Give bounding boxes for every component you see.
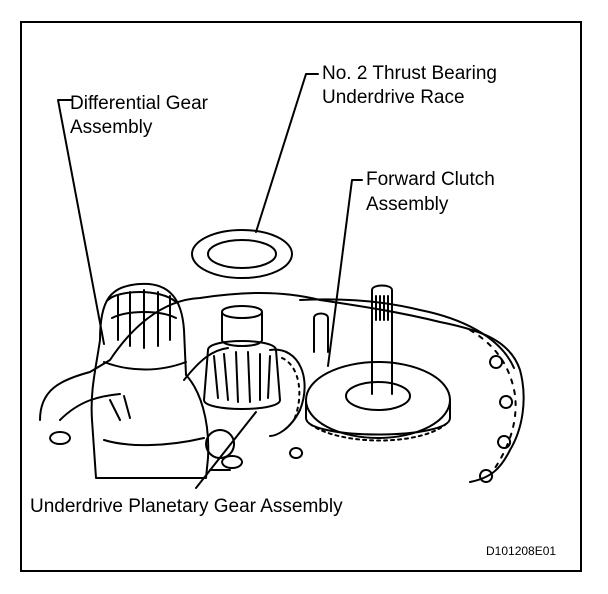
planetary-ring-teeth: [281, 357, 301, 421]
differential-body-detail: [103, 361, 205, 447]
forward-clutch-drum-side: [305, 399, 451, 436]
forward-clutch-teeth: [309, 423, 447, 442]
label-thrust-bearing-line2: Underdrive Race: [322, 87, 465, 108]
lower-bolts: [49, 431, 304, 469]
leader-thrust-race: [255, 73, 319, 233]
label-differential-gear-line1: Differential Gear: [70, 93, 208, 114]
case-outline: [39, 292, 525, 483]
label-underdrive-planetary: Underdrive Planetary Gear Assembly: [30, 496, 343, 517]
differential-ribs: [117, 289, 171, 349]
forward-clutch-hub: [345, 381, 411, 411]
case-bolt-bosses: [479, 355, 514, 483]
label-differential-gear-line2: Assembly: [70, 117, 153, 138]
case-rim: [59, 298, 515, 421]
leader-differential: [57, 99, 105, 345]
thrust-race-inner: [207, 239, 277, 269]
case-post: [313, 312, 329, 353]
leader-forward-clutch: [327, 179, 363, 367]
input-shaft: [371, 284, 393, 395]
label-forward-clutch-line2: Assembly: [366, 194, 449, 215]
leader-planetary: [195, 411, 257, 489]
label-thrust-bearing-line1: No. 2 Thrust Bearing: [322, 63, 497, 84]
planetary-shaft: [221, 305, 263, 347]
input-shaft-splines: [375, 295, 389, 321]
planetary-gear-body: [203, 340, 281, 410]
planetary-teeth: [213, 351, 271, 403]
differential-housing: [90, 282, 210, 479]
figure-code: D101208E01: [486, 544, 557, 558]
planetary-ring: [269, 348, 306, 437]
case-flange-dashes: [469, 329, 517, 469]
label-forward-clutch-line1: Forward Clutch: [366, 169, 495, 190]
thrust-race-outer: [191, 229, 293, 279]
forward-clutch-drum: [305, 361, 451, 439]
